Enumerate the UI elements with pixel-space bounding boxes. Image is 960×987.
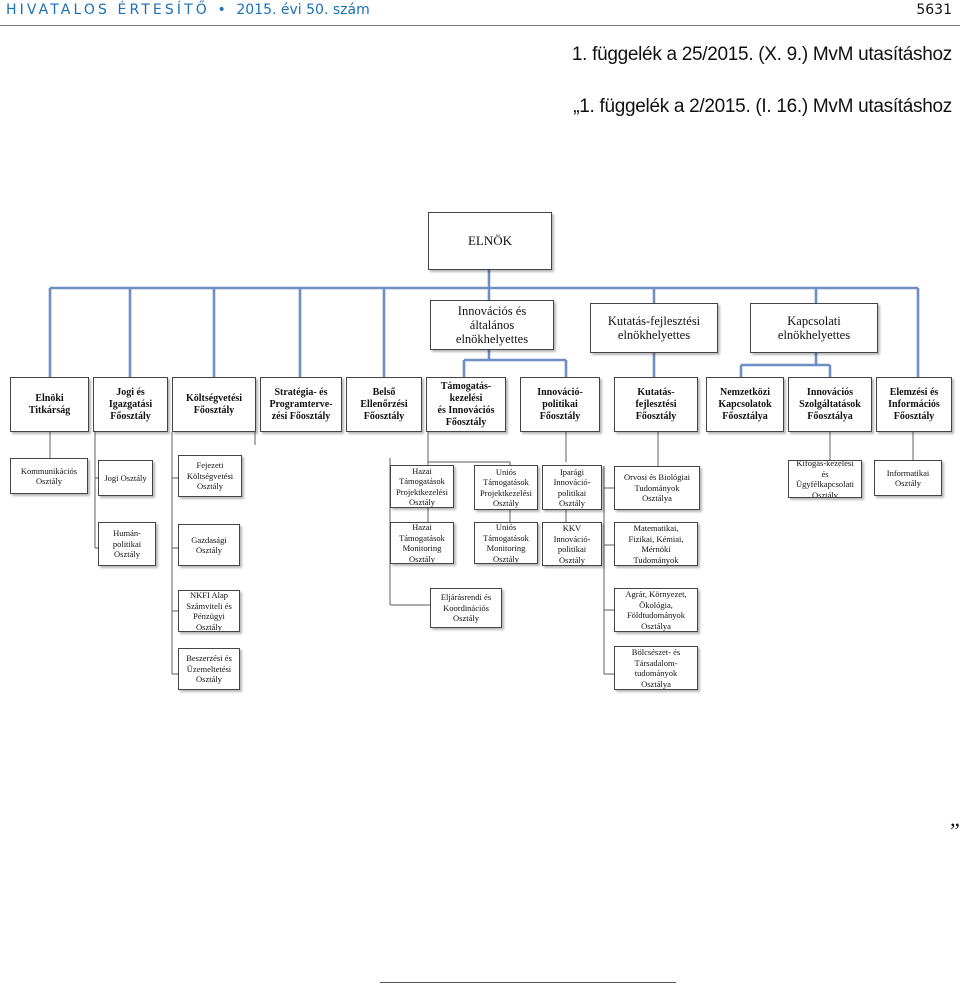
dept-elnoki-titkarsag: Elnöki Titkárság — [10, 377, 89, 432]
dept-innovaciopolitikai: Innováció- politikai Főosztály — [520, 377, 600, 432]
unit-unios-monitoring: Uniós Támogatások Monitoring Osztály — [474, 522, 538, 564]
unit-label: KKV Innováció- politikai Osztály — [553, 523, 591, 565]
dept-label: Kutatás- fejlesztési Főosztály — [635, 386, 677, 422]
dept-tamogataskezelesi: Támogatás- kezelési és Innovációs Főoszt… — [426, 377, 506, 432]
dept-innovacios-szolgaltatasok: Innovációs Szolgáltatások Főosztálya — [788, 377, 872, 432]
vice-president-innovacios-box: Innovációs és általános elnökhelyettes — [430, 300, 554, 350]
unit-label: Humán- politikai Osztály — [112, 528, 142, 560]
dept-strategia: Stratégia- és Programterve- zési Főosztá… — [260, 377, 342, 432]
unit-label: Hazai Támogatások Monitoring Osztály — [399, 522, 445, 564]
unit-label: Gazdasági Osztály — [191, 534, 227, 556]
dept-label: Jogi és Igazgatási Főosztály — [108, 386, 153, 422]
unit-label: Agrár, Környezet, Ökológia, Földtudomány… — [625, 589, 687, 631]
page-header: HIVATALOS ÉRTESÍTŐ • 2015. évi 50. szám … — [0, 0, 960, 28]
vice-president-kapcsolati-label: Kapcsolati elnökhelyettes — [777, 314, 851, 342]
unit-orvosi-es-biologiai: Orvosi és Biológiai Tudományok Osztálya — [614, 466, 700, 510]
unit-label: Iparági Innováció- politikai Osztály — [553, 466, 591, 509]
unit-hazai-monitoring: Hazai Támogatások Monitoring Osztály — [390, 522, 454, 564]
header-rule — [0, 25, 960, 26]
president-box: ELNÖK — [428, 212, 552, 270]
unit-label: Uniós Támogatások Projektkezelési Osztál… — [480, 466, 532, 509]
unit-beszerzesi: Beszerzési és Üzemeltetési Osztály — [178, 648, 240, 690]
unit-humanpolitikai: Humán- politikai Osztály — [98, 522, 156, 566]
unit-label: Kifogás-kezelési és Ügyfélkapcsolati Osz… — [795, 460, 855, 498]
reference-line-1: 1. függelék a 25/2015. (X. 9.) MvM utasí… — [571, 44, 952, 65]
dept-label: Nemzetközi Kapcsolatok Főosztálya — [718, 386, 772, 422]
dept-nemzetkozi-kapcsolatok: Nemzetközi Kapcsolatok Főosztálya — [706, 377, 784, 432]
page-number: 5631 — [916, 2, 952, 18]
unit-informatikai: Informatikai Osztály — [874, 460, 942, 496]
unit-gazdasagi: Gazdasági Osztály — [178, 524, 240, 566]
header-separator: • — [217, 2, 229, 18]
dept-elemzesi-es-informacios: Elemzési és Információs Főosztály — [876, 377, 952, 432]
dept-kutatas-fejlesztesi: Kutatás- fejlesztési Főosztály — [614, 377, 698, 432]
unit-label: Uniós Támogatások Monitoring Osztály — [483, 522, 529, 564]
unit-kommunikacios: Kommunikációs Osztály — [10, 458, 88, 494]
footer-rule — [380, 982, 676, 983]
unit-iparagi-innovaciopolitikai: Iparági Innováció- politikai Osztály — [542, 465, 602, 510]
unit-label: Beszerzési és Üzemeltetési Osztály — [186, 653, 232, 685]
publication-title: HIVATALOS ÉRTESÍTŐ — [6, 2, 210, 18]
closing-quote: ” — [950, 818, 960, 843]
president-label: ELNÖK — [467, 233, 513, 248]
dept-label: Támogatás- kezelési és Innovációs Főoszt… — [437, 380, 495, 428]
unit-eljarasrendi: Eljárásrendi és Koordinációs Osztály — [430, 588, 502, 628]
unit-unios-projektkezelesi: Uniós Támogatások Projektkezelési Osztál… — [474, 465, 538, 510]
unit-label: Matematikai, Fizikai, Kémiai, Mérnöki Tu… — [628, 523, 684, 565]
unit-bolcseszet: Bölcsészet- és Társadalom- tudományok Os… — [614, 646, 698, 690]
dept-label: Stratégia- és Programterve- zési Főosztá… — [269, 386, 333, 422]
dept-belso-ellenorzesi: Belső Ellenőrzési Főosztály — [346, 377, 422, 432]
reference-line-2: „1. függelék a 2/2015. (I. 16.) MvM utas… — [573, 96, 952, 117]
dept-label: Elnöki Titkárság — [28, 392, 71, 416]
unit-label: Jogi Osztály — [104, 472, 147, 483]
dept-label: Elemzési és Információs Főosztály — [888, 386, 940, 422]
vice-president-kapcsolati-box: Kapcsolati elnökhelyettes — [750, 303, 878, 353]
issue-label: 2015. évi 50. szám — [236, 2, 370, 18]
unit-label: Fejezeti Költségvetési Osztály — [186, 460, 234, 492]
unit-agrar-kornyezet: Agrár, Környezet, Ökológia, Földtudomány… — [614, 588, 698, 632]
unit-nkfi-alap: NKFI Alap Számviteli és Pénzügyi Osztály — [178, 590, 240, 632]
publication-header: HIVATALOS ÉRTESÍTŐ • 2015. évi 50. szám — [6, 2, 370, 18]
dept-label: Innovációs Szolgáltatások Főosztálya — [799, 386, 861, 422]
dept-label: Költségvetési Főosztály — [185, 392, 243, 416]
unit-kkv-innovaciopolitikai: KKV Innováció- politikai Osztály — [542, 522, 602, 566]
unit-matematikai: Matematikai, Fizikai, Kémiai, Mérnöki Tu… — [614, 522, 698, 566]
dept-label: Innováció- politikai Főosztály — [537, 386, 583, 422]
unit-fejezeti-koltsegvetesi: Fejezeti Költségvetési Osztály — [178, 455, 242, 497]
unit-label: Orvosi és Biológiai Tudományok Osztálya — [623, 472, 691, 504]
unit-label: NKFI Alap Számviteli és Pénzügyi Osztály — [186, 590, 232, 632]
unit-label: Bölcsészet- és Társadalom- tudományok Os… — [631, 647, 681, 689]
unit-jogi: Jogi Osztály — [98, 460, 153, 496]
unit-label: Eljárásrendi és Koordinációs Osztály — [440, 592, 492, 624]
unit-label: Kommunikációs Osztály — [20, 465, 78, 487]
dept-label: Belső Ellenőrzési Főosztály — [360, 386, 408, 422]
vice-president-innovacios-label: Innovációs és általános elnökhelyettes — [455, 304, 529, 346]
vice-president-kutatas-label: Kutatás-fejlesztési elnökhelyettes — [607, 314, 701, 342]
unit-kifogaskezelesi: Kifogás-kezelési és Ügyfélkapcsolati Osz… — [788, 460, 862, 498]
unit-label: Hazai Támogatások Projektkezelési Osztál… — [396, 465, 448, 507]
dept-jogi-es-igazgatasi: Jogi és Igazgatási Főosztály — [93, 377, 168, 432]
dept-koltsegvetesi: Költségvetési Főosztály — [172, 377, 256, 432]
unit-hazai-projektkezelesi: Hazai Támogatások Projektkezelési Osztál… — [390, 465, 454, 508]
unit-label: Informatikai Osztály — [886, 467, 930, 489]
vice-president-kutatas-box: Kutatás-fejlesztési elnökhelyettes — [590, 303, 718, 353]
